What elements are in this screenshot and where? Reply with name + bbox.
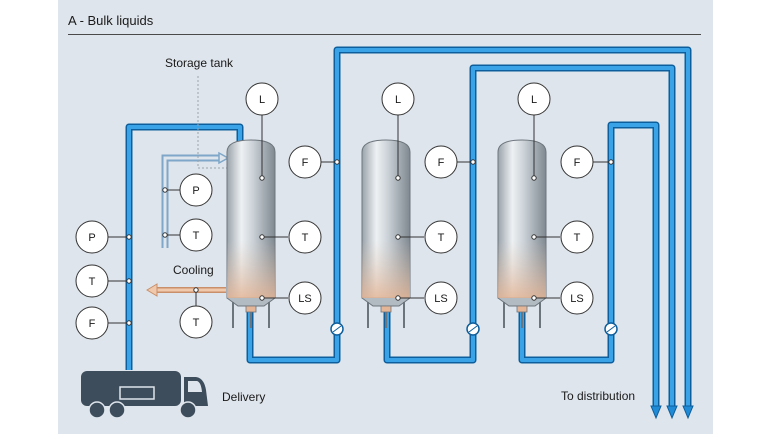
svg-text:T: T [193, 230, 200, 242]
pump-2 [466, 322, 480, 336]
instrument-leaders [108, 115, 614, 326]
storage-tank-2 [361, 139, 411, 328]
svg-text:L: L [259, 94, 265, 106]
svg-text:T: T [438, 232, 445, 244]
svg-text:LS: LS [298, 293, 311, 305]
svg-text:F: F [438, 157, 445, 169]
svg-text:P: P [192, 185, 199, 197]
storage-tank-3 [497, 139, 547, 328]
svg-text:LS: LS [570, 293, 583, 305]
delivery-pressure-gauge: P [75, 220, 109, 254]
tank1-flow-gauge: F [288, 145, 322, 179]
to-distribution-label: To distribution [561, 389, 635, 403]
delivery-flow-gauge: F [75, 306, 109, 340]
pump-1 [330, 322, 344, 336]
storage-tank-label: Storage tank [165, 56, 234, 70]
cooling-temperature-gauge: T [179, 218, 213, 252]
delivery-label: Delivery [222, 390, 265, 404]
tank3-level-gauge: L [517, 82, 551, 116]
storage-tank-1 [226, 139, 276, 328]
pipe-tank1-outlet [246, 312, 341, 364]
tank3-level-switch: LS [560, 281, 594, 315]
title-rule [68, 34, 701, 35]
cooling-label: Cooling [173, 263, 214, 277]
instrument-bubbles: P T F P T T L F T LS L F T LS L F T LS [75, 82, 594, 340]
delivery-truck-icon [81, 371, 208, 419]
delivery-temperature-gauge: T [75, 264, 109, 298]
tank2-flow-gauge: F [424, 145, 458, 179]
tank3-flow-gauge: F [560, 145, 594, 179]
svg-text:L: L [395, 94, 401, 106]
svg-text:LS: LS [434, 293, 447, 305]
svg-text:T: T [89, 276, 96, 288]
pipe-network [125, 46, 692, 408]
diagram-title: A - Bulk liquids [68, 13, 154, 28]
tank2-level-gauge: L [381, 82, 415, 116]
svg-text:F: F [574, 157, 581, 169]
tank1-level-switch: LS [288, 281, 322, 315]
svg-text:T: T [302, 232, 309, 244]
svg-text:P: P [88, 232, 95, 244]
tank3-temperature-gauge: T [560, 220, 594, 254]
pipe-tank3-outlet [518, 312, 615, 364]
svg-text:L: L [531, 94, 537, 106]
tank2-temperature-gauge: T [424, 220, 458, 254]
svg-text:F: F [302, 157, 309, 169]
distribution-arrows [650, 405, 694, 420]
tank1-level-gauge: L [245, 82, 279, 116]
tank2-level-switch: LS [424, 281, 458, 315]
pipe-tank2-outlet [383, 312, 477, 364]
cooling-outlet-pipe [146, 283, 226, 297]
cooling-jacket-pipe [161, 151, 230, 248]
cooling-pressure-gauge: P [179, 173, 213, 207]
pump-3 [604, 322, 618, 336]
cooling-outlet-temperature-gauge: T [179, 305, 213, 339]
svg-text:F: F [89, 318, 96, 330]
svg-text:T: T [193, 317, 200, 329]
tank1-temperature-gauge: T [288, 220, 322, 254]
svg-text:T: T [574, 232, 581, 244]
pipe-line3-main [607, 121, 660, 408]
